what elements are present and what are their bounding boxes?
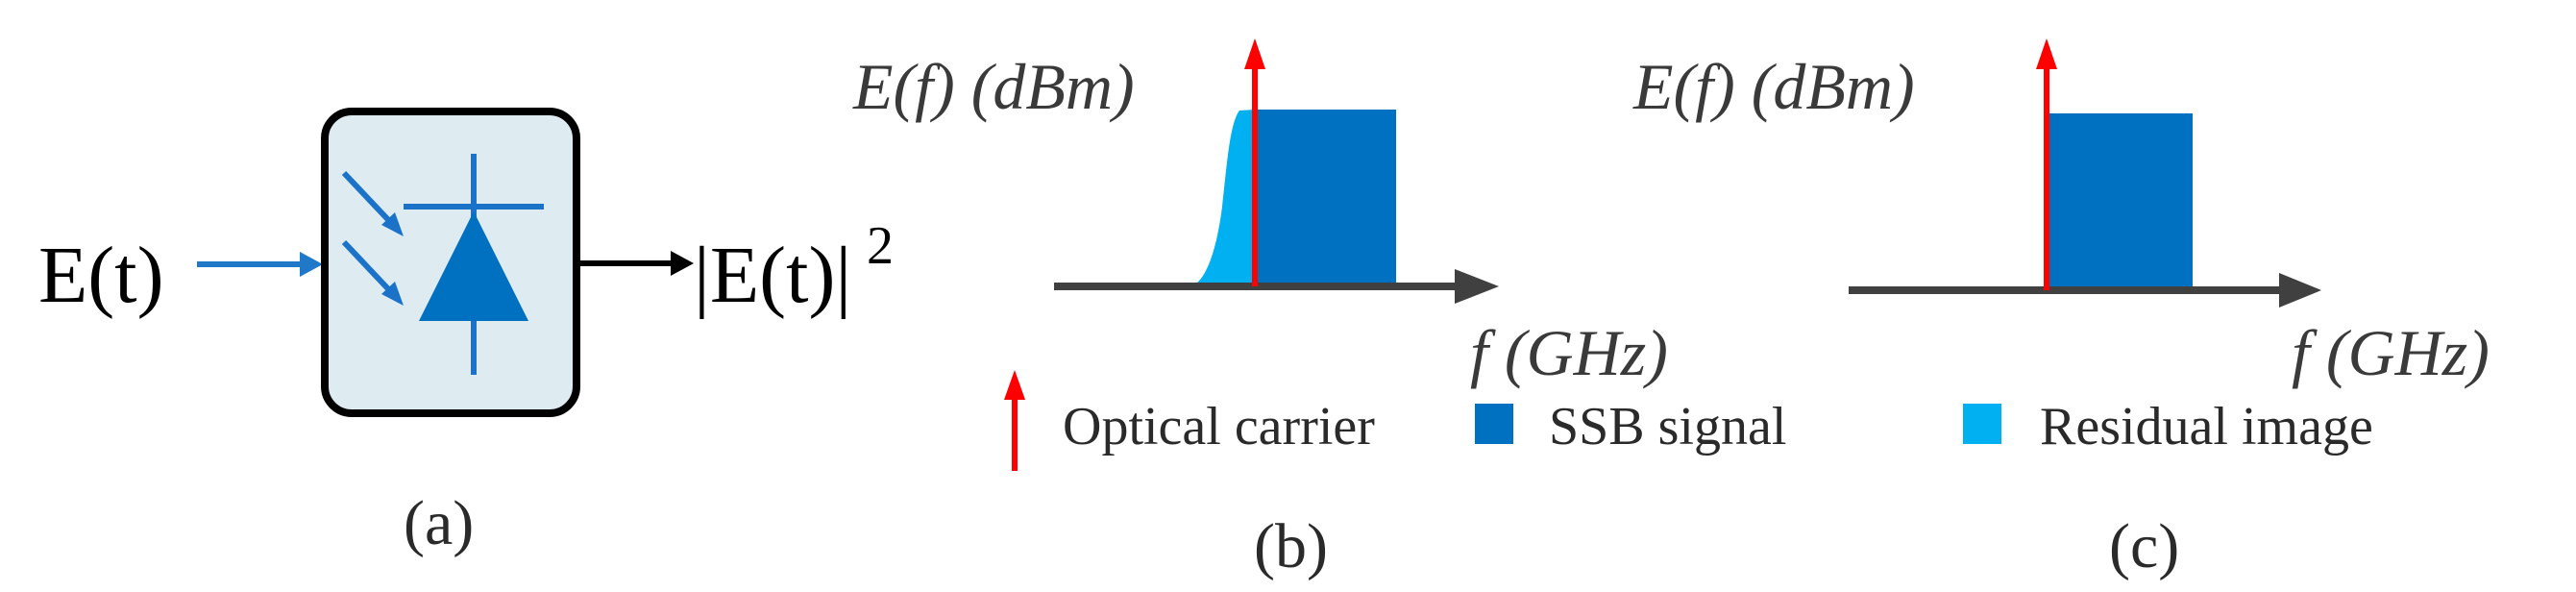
optical-carrier-arrow [1244,38,1265,286]
panel-c-optical-carrier-arrow [2036,38,2057,290]
panel-b-ylabel: E(f) (dBm) [852,50,1135,123]
legend-item-optical-carrier: Optical carrier [1004,370,1375,471]
panel-c-ylabel: E(f) (dBm) [1632,50,1915,123]
residual-image-spectrum [1190,110,1255,286]
input-field-label: E(t) [38,231,164,320]
input-arrow [197,252,323,277]
panel-b-xlabel: f (GHz) [1470,316,1668,389]
legend: Optical carrier SSB signal Residual imag… [1004,370,2373,471]
legend-item-ssb-signal: SSB signal [1475,397,1786,456]
panel-a: E(t) |E(t)| 2 (a) [38,108,894,558]
ssb-signal-spectrum [1255,110,1396,286]
panel-c-xlabel: f (GHz) [2292,316,2490,389]
caption-a: (a) [404,488,474,558]
panel-c: E(f) (dBm) f (GHz) (c) [1632,38,2490,581]
legend-label-optical-carrier: Optical carrier [1063,397,1375,456]
red-up-arrow-icon [1004,370,1025,471]
panel-b: E(f) (dBm) f (GHz) (b) [852,38,1668,581]
caption-b: (b) [1254,511,1328,581]
dark-blue-square-icon [1475,404,1513,444]
legend-item-residual-image: Residual image [1963,397,2373,456]
legend-label-residual-image: Residual image [2040,397,2373,456]
legend-label-ssb-signal: SSB signal [1549,397,1786,456]
output-exponent: 2 [867,216,894,276]
light-blue-square-icon [1963,404,2001,444]
caption-c: (c) [2109,511,2179,581]
output-intensity-label: |E(t)| [694,231,851,320]
output-arrow [578,251,694,276]
photodiode-icon [341,154,544,375]
panel-c-frequency-axis [1849,273,2321,308]
panel-c-ssb-signal-spectrum [2047,113,2193,286]
